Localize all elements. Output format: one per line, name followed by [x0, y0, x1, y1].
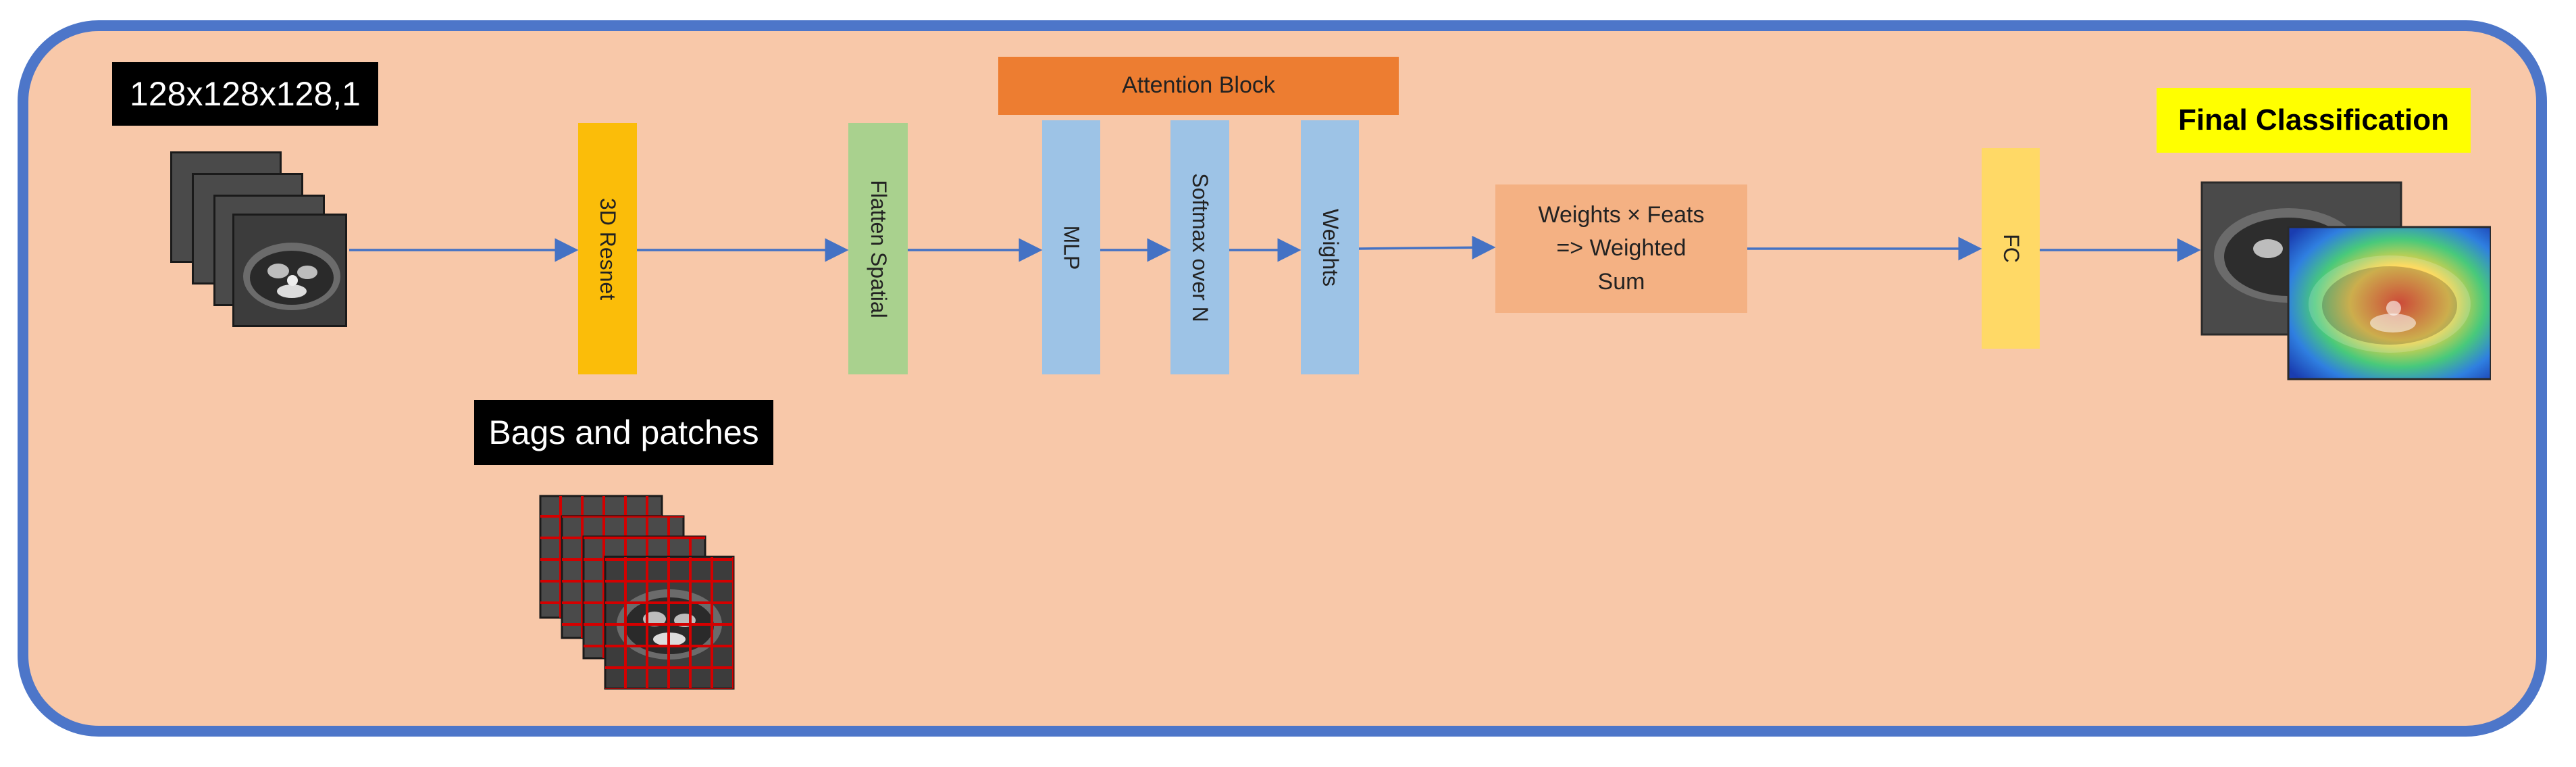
fc-block: FC	[1982, 148, 2040, 349]
final-classification-label: Final Classification	[2157, 88, 2471, 153]
output-scan-stack	[2200, 181, 2492, 380]
weighted-sum-line-1: Weights × Feats	[1538, 202, 1705, 228]
softmax-block: Softmax over N	[1170, 120, 1229, 374]
weighted-sum-block: Weights × Feats => Weighted Sum	[1495, 184, 1747, 313]
diagram-frame	[18, 20, 2547, 737]
abdomen-scan-icon	[243, 243, 340, 310]
input-slice-front	[232, 214, 347, 327]
flatten-spatial-block: Flatten Spatial	[848, 123, 908, 374]
weighted-sum-line-2: => Weighted	[1556, 235, 1686, 262]
input-dims-label: 128x128x128,1	[112, 62, 378, 126]
input-slice-stack	[170, 151, 349, 327]
weighted-sum-line-3: Sum	[1597, 268, 1645, 295]
bags-patches-label: Bags and patches	[474, 400, 773, 465]
arrow-weights-to-sum	[1358, 235, 1496, 259]
patch-grid-icon	[539, 495, 735, 690]
weights-block: Weights	[1301, 120, 1359, 374]
patch-grid-stack	[539, 495, 742, 694]
heatmap-overlay-icon	[2200, 181, 2492, 380]
resnet-block: 3D Resnet	[578, 123, 637, 374]
attention-block-header: Attention Block	[998, 57, 1399, 115]
mlp-block: MLP	[1042, 120, 1100, 374]
